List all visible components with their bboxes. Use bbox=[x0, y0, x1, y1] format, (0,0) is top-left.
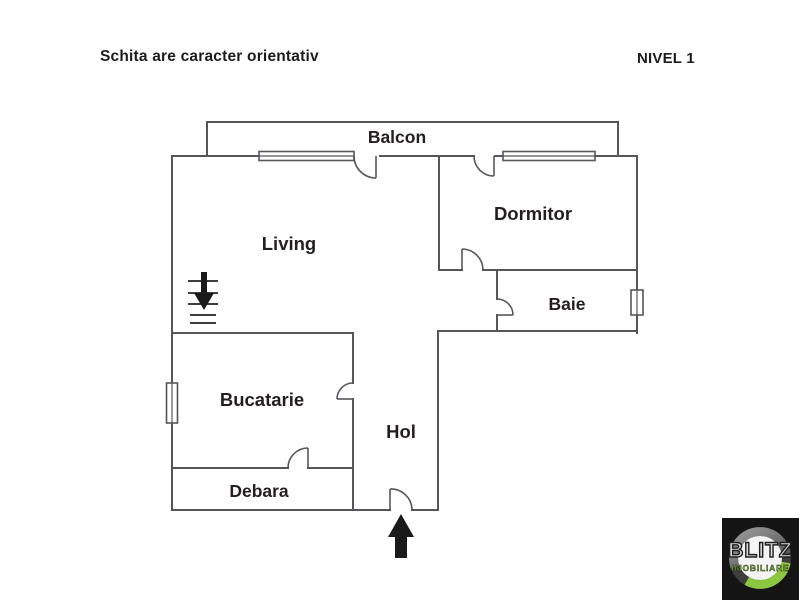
door-dormitor bbox=[461, 248, 484, 271]
window-living-balcony bbox=[258, 150, 355, 162]
door-debara bbox=[287, 447, 309, 469]
room-label-hol: Hol bbox=[386, 421, 416, 442]
window-dormitor-balcony bbox=[502, 150, 596, 162]
room-label-baie: Baie bbox=[549, 294, 586, 314]
window-baie bbox=[630, 289, 644, 316]
door-bucatarie bbox=[336, 382, 354, 400]
logo-subtitle-text: IMOBILIARE bbox=[731, 563, 790, 573]
door-living-balcony bbox=[353, 155, 377, 179]
door-dormitor-balcony bbox=[473, 155, 495, 177]
entrance-arrow-icon bbox=[388, 514, 414, 558]
disclaimer-text: Schita are caracter orientativ bbox=[100, 48, 319, 65]
windows bbox=[165, 150, 644, 424]
stairs-icon bbox=[188, 272, 218, 324]
room-label-dormitor: Dormitor bbox=[494, 203, 572, 224]
agency-logo: BLITZ IMOBILIARE bbox=[722, 518, 799, 600]
interior-walls bbox=[171, 155, 638, 511]
door-baie bbox=[496, 298, 514, 316]
room-label-bucatarie: Bucatarie bbox=[220, 389, 304, 410]
room-label-debara: Debara bbox=[229, 481, 289, 501]
doors bbox=[287, 155, 514, 511]
logo-brand-text: BLITZ bbox=[728, 538, 793, 562]
window-bucatarie bbox=[165, 382, 179, 424]
room-label-balcon: Balcon bbox=[368, 127, 426, 147]
logo-ring bbox=[729, 527, 791, 589]
door-entrance bbox=[389, 488, 413, 511]
level-label: NIVEL 1 bbox=[637, 50, 695, 67]
balcony-outline bbox=[206, 121, 619, 157]
room-label-living: Living bbox=[262, 233, 316, 254]
